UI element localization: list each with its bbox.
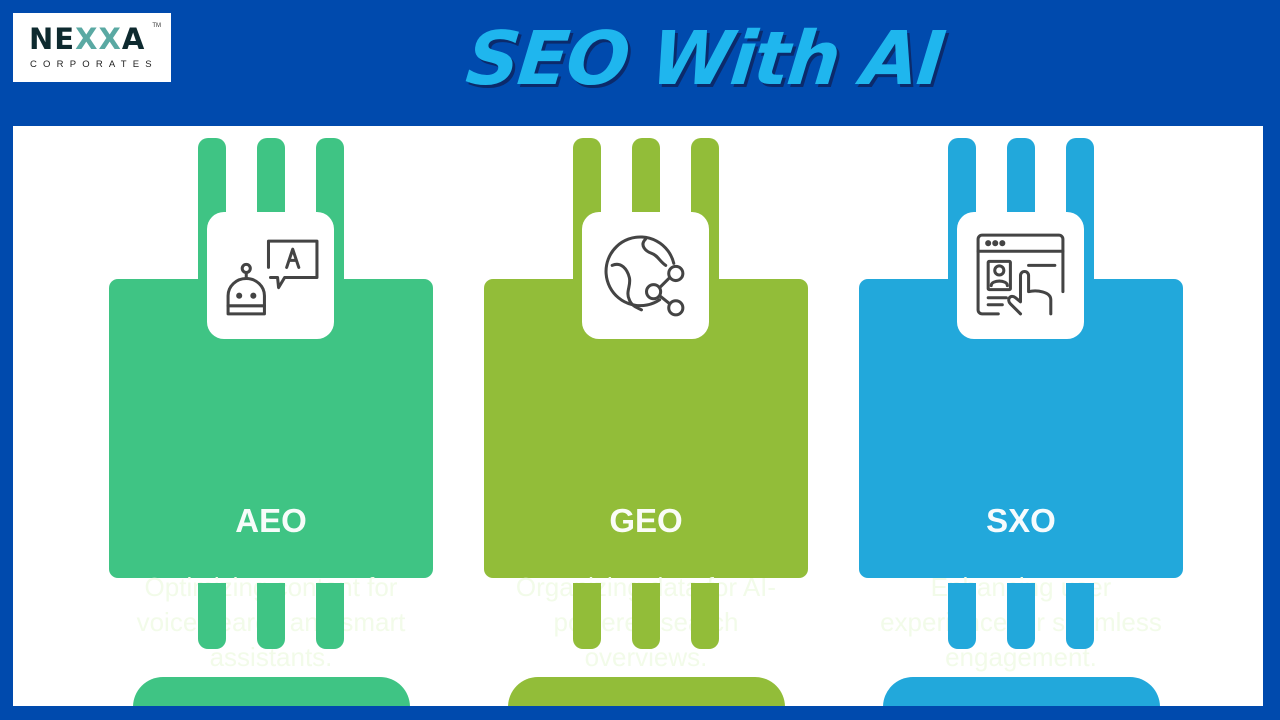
connector-prong xyxy=(198,583,226,649)
card-sxo-column: SXO Enhancing user experience for seamle… xyxy=(859,126,1183,706)
logo-wordmark: NEXXA xyxy=(29,22,146,56)
card-title: GEO xyxy=(609,502,683,539)
card-base-pill xyxy=(508,677,785,706)
card-base-pill xyxy=(133,677,410,706)
robot-chat-icon xyxy=(210,215,331,336)
browser-touch-icon xyxy=(960,215,1081,336)
connector-prong xyxy=(632,583,660,649)
page-title: SEO With AI xyxy=(462,16,948,102)
logo-trademark: TM xyxy=(152,23,161,29)
connector-prong xyxy=(948,583,976,649)
connector-prong xyxy=(1066,583,1094,649)
connector-prong xyxy=(573,583,601,649)
brand-logo: NEXXA TM CORPORATES xyxy=(13,13,171,82)
card-base-pill xyxy=(883,677,1160,706)
connector-prong xyxy=(257,583,285,649)
card-aeo-column: AEO Optimizing content for voice search … xyxy=(109,126,433,706)
globe-share-icon xyxy=(585,215,706,336)
card-title: AEO xyxy=(235,502,307,539)
infographic-panel: AEO Optimizing content for voice search … xyxy=(13,126,1263,706)
connector-prong xyxy=(1007,583,1035,649)
card-geo-column: GEO Organizing data for AI-powered searc… xyxy=(484,126,808,706)
connector-prong xyxy=(691,583,719,649)
connector-prong xyxy=(316,583,344,649)
card-title: SXO xyxy=(986,502,1056,539)
logo-subtitle: CORPORATES xyxy=(30,59,158,70)
